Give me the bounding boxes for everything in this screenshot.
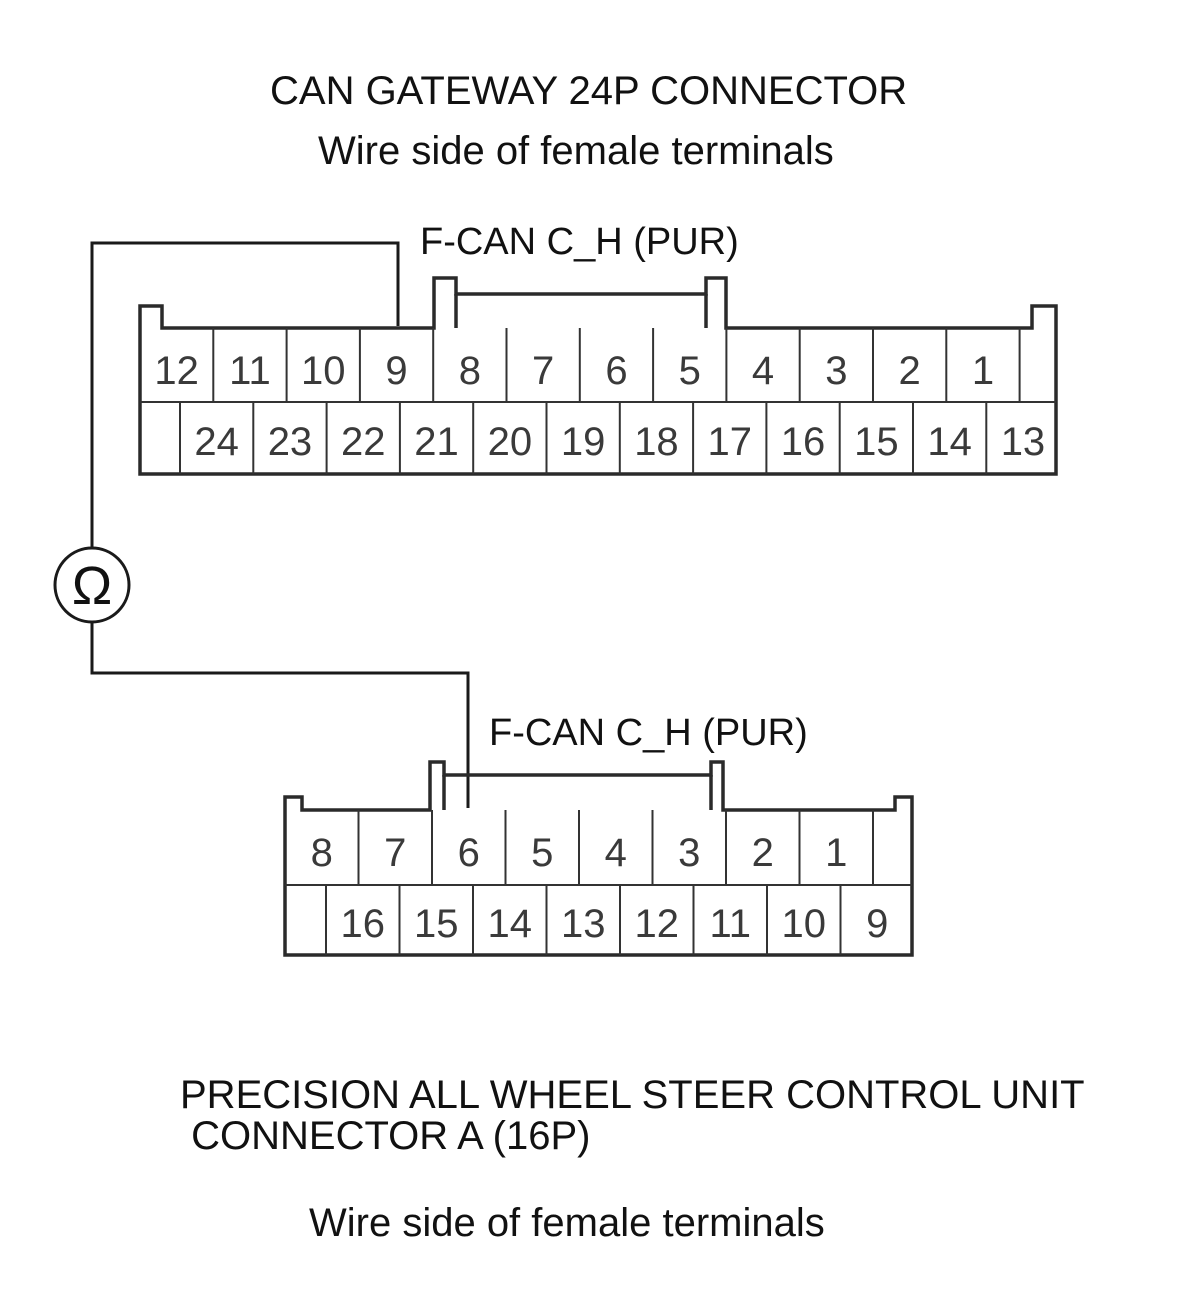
lower-pin-13: 13 <box>561 902 606 946</box>
upper-pin-17: 17 <box>708 420 753 464</box>
upper-pin-cells <box>179 328 1021 474</box>
lower-pin-10: 10 <box>782 902 827 946</box>
lower-connector-subtitle: Wire side of female terminals <box>309 1201 825 1245</box>
lower-pin-7: 7 <box>384 831 406 875</box>
upper-pin-24: 24 <box>194 420 239 464</box>
upper-pin-1: 1 <box>972 349 994 393</box>
lower-pin-14: 14 <box>488 902 533 946</box>
upper-wire-label: F-CAN C_H (PUR) <box>420 221 739 263</box>
lower-pin-1: 1 <box>825 831 847 875</box>
upper-pin-14: 14 <box>927 420 972 464</box>
upper-pin-23: 23 <box>268 420 313 464</box>
lower-pin-12: 12 <box>635 902 680 946</box>
upper-pin-12: 12 <box>154 349 199 393</box>
test-lead-lower <box>90 622 470 808</box>
lower-connector-title-line2: CONNECTOR A (16P) <box>180 1114 590 1158</box>
upper-pin-10: 10 <box>301 349 346 393</box>
lower-pin-cells <box>325 810 874 955</box>
upper-pin-11: 11 <box>229 349 271 393</box>
lower-pin-16: 16 <box>341 902 386 946</box>
lower-connector-title-line1: PRECISION ALL WHEEL STEER CONTROL UNIT <box>180 1073 1085 1117</box>
lower-pin-4: 4 <box>605 831 627 875</box>
lower-pin-8: 8 <box>311 831 333 875</box>
upper-pin-15: 15 <box>854 420 899 464</box>
upper-pin-2: 2 <box>899 349 921 393</box>
lower-pin-11: 11 <box>709 902 751 946</box>
ohm-symbol: Ω <box>72 556 112 616</box>
upper-pin-8: 8 <box>459 349 481 393</box>
upper-pin-19: 19 <box>561 420 606 464</box>
upper-pin-21: 21 <box>414 420 459 464</box>
upper-pin-9: 9 <box>385 349 407 393</box>
upper-pin-3: 3 <box>825 349 847 393</box>
upper-pin-4: 4 <box>752 349 774 393</box>
lower-pin-6: 6 <box>458 831 480 875</box>
upper-pin-7: 7 <box>532 349 554 393</box>
upper-pin-6: 6 <box>605 349 627 393</box>
lower-pin-15: 15 <box>414 902 459 946</box>
upper-pin-20: 20 <box>488 420 533 464</box>
test-lead-circuit: Ω <box>53 241 470 808</box>
lower-pin-9: 9 <box>866 902 888 946</box>
ohmmeter-icon: Ω <box>53 546 131 624</box>
lower-pin-2: 2 <box>752 831 774 875</box>
upper-pin-22: 22 <box>341 420 386 464</box>
upper-pin-5: 5 <box>679 349 701 393</box>
upper-pin-18: 18 <box>634 420 679 464</box>
test-lead-upper <box>90 241 400 548</box>
lower-pin-3: 3 <box>678 831 700 875</box>
lower-wire-label: F-CAN C_H (PUR) <box>489 712 808 754</box>
lower-pin-5: 5 <box>531 831 553 875</box>
lower-pin-labels: 8 7 6 5 4 3 2 1 16 15 14 13 12 11 10 9 <box>311 831 889 946</box>
upper-connector-subtitle: Wire side of female terminals <box>318 129 834 173</box>
upper-pin-16: 16 <box>781 420 826 464</box>
upper-connector-title: CAN GATEWAY 24P CONNECTOR <box>270 69 907 113</box>
lower-connector: 8 7 6 5 4 3 2 1 16 15 14 13 12 11 10 9 <box>283 760 914 957</box>
upper-pin-13: 13 <box>1001 420 1046 464</box>
